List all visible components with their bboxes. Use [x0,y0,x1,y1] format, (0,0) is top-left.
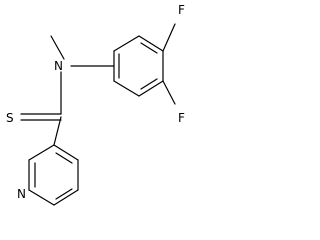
bond [138,35,164,52]
bond [53,189,79,206]
pyridine-nitrogen-label: N [17,187,26,201]
pyridine-ring [28,144,79,206]
amine-nitrogen-label: N [54,59,63,73]
bond-C-to-pyridine [53,116,62,146]
bond [138,80,164,97]
double-bond-inner [55,188,73,200]
bond-to-F-top [162,23,176,52]
bond [113,80,140,97]
bond-to-F-bottom [162,80,176,105]
difluorophenyl-ring [113,35,164,97]
double-bond-inner [140,42,158,54]
fluorine-label-bottom: F [178,111,185,125]
bond [28,189,55,206]
bond-N-methyl [50,35,65,60]
chemical-structure-diagram: F F N S N [6,3,185,206]
bond [53,144,79,161]
bond [113,35,140,52]
double-bond-inner [140,78,158,90]
bond [28,144,55,161]
sulfur-label: S [6,111,14,125]
double-bond-inner [55,152,73,164]
fluorine-label-top: F [178,3,185,17]
